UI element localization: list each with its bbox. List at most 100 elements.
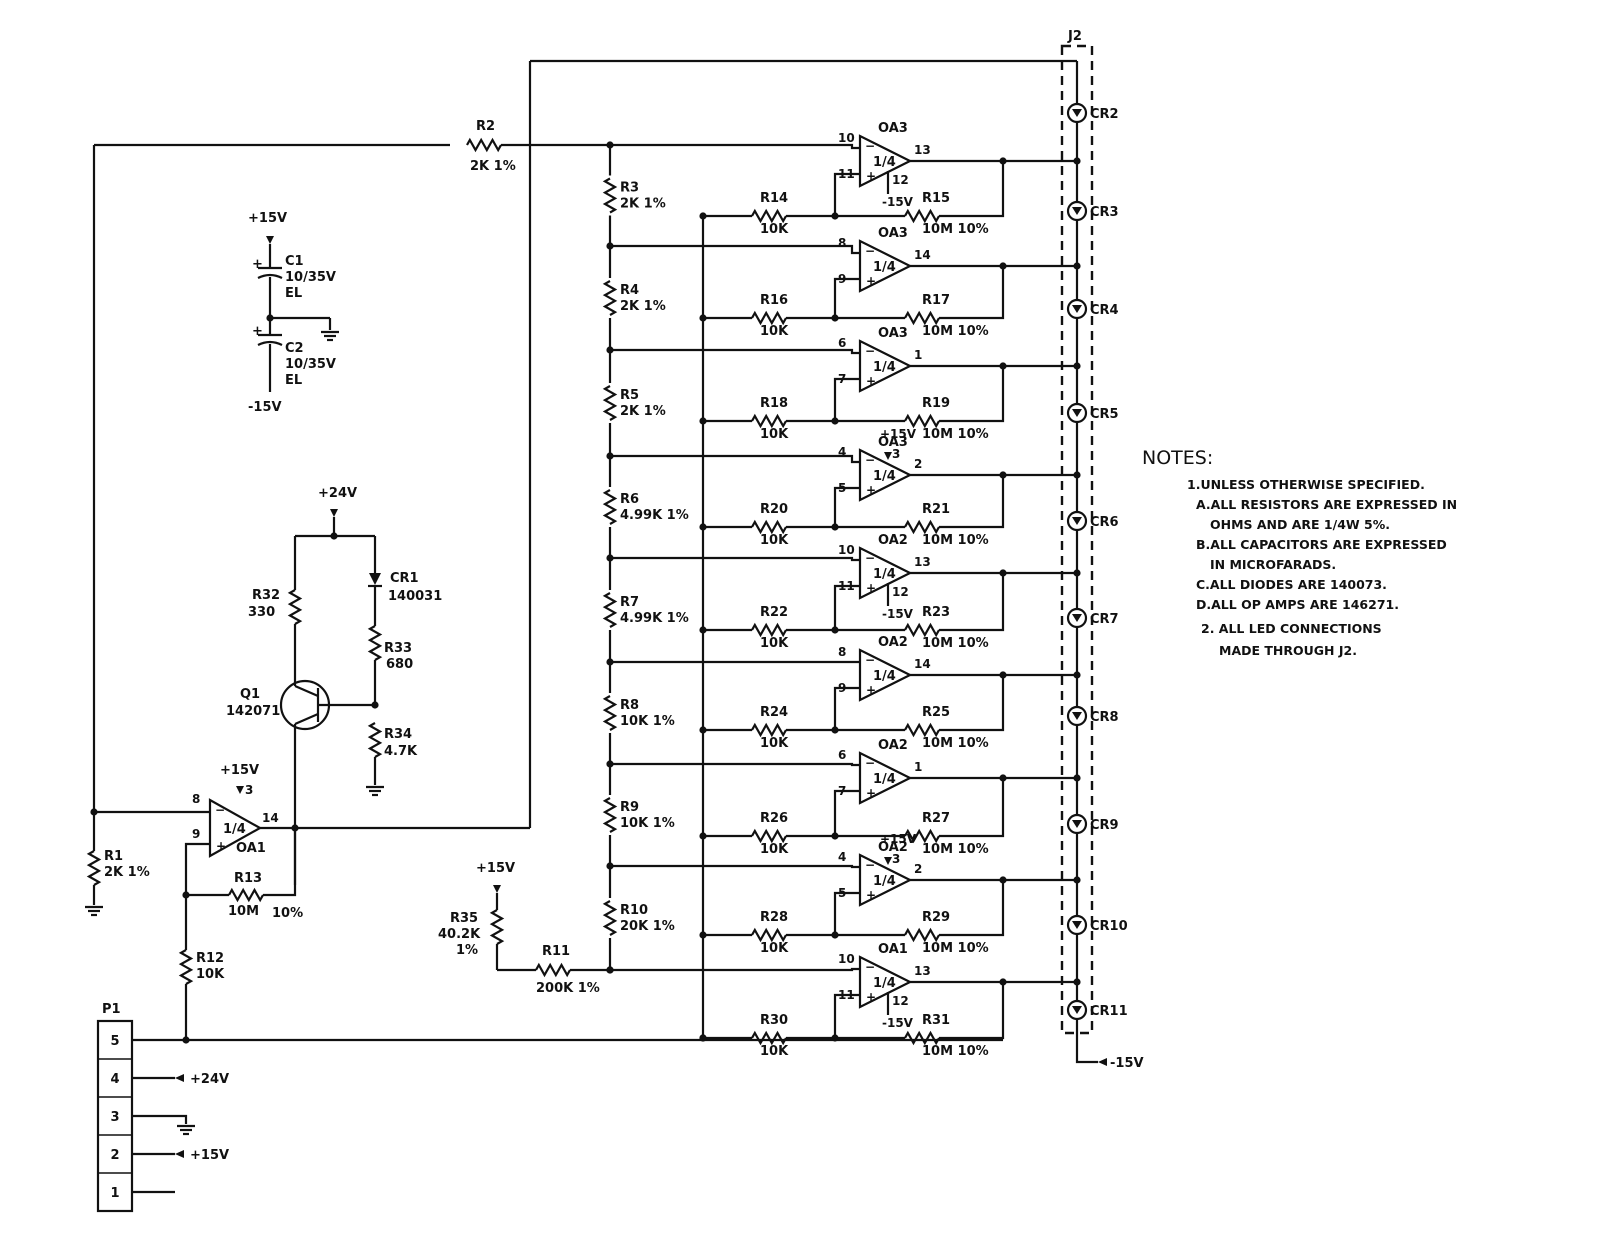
wire [939,475,1005,529]
divider-resistor-name: R8 [620,698,639,713]
led-diode-mark [1072,921,1082,929]
junction-dot [831,931,839,939]
op-amp-name: OA3 [878,435,908,450]
op-amp-fraction: 1/4 [873,469,896,484]
junction-dot [831,212,839,220]
q1-name: Q1 [240,687,260,702]
input-resistor-value: 10K [760,842,789,857]
cr1-diode-symbol [369,573,381,585]
comparator-op-amp [858,648,913,702]
wire [833,377,860,421]
supply-label: -15V [882,607,914,621]
input-resistor-name: R28 [760,910,788,925]
led-label: CR5 [1090,407,1119,422]
plus-sign: + [866,683,876,697]
r2-value: 2K 1% [470,159,516,174]
input-resistor-value: 10K [760,1044,789,1059]
comparator-op-amp [858,239,913,293]
led-diode-mark [1072,1006,1082,1014]
pin-output: 1 [914,760,922,774]
op-amp-fraction: 1/4 [873,567,896,582]
oa1-name: OA1 [236,841,266,856]
led-label: CR4 [1090,303,1119,318]
input-resistor-name: R30 [760,1013,788,1028]
junction-dot [606,242,614,250]
plus-sign: + [866,990,876,1004]
r12-name: R12 [196,951,224,966]
note-line: A.ALL RESISTORS ARE EXPRESSED IN [1196,497,1457,512]
oa1-op-amp-symbol [208,798,263,858]
pin-output: 2 [914,457,922,471]
feedback-resistor-name: R23 [922,605,950,620]
pin-inverting: 4 [838,445,846,459]
feedback-resistor-name: R29 [922,910,950,925]
cr1-name: CR1 [390,571,419,586]
wire [610,348,860,355]
led-label: CR9 [1090,818,1119,833]
oa1-pin-noninverting: 9 [192,827,200,841]
op-amp-fraction: 1/4 [873,260,896,275]
op-amp-name: OA2 [878,738,908,753]
c1-name: C1 [285,254,304,269]
op-amp-name: OA3 [878,121,908,136]
op-amp-fraction: 1/4 [873,976,896,991]
comparator-op-amp [858,751,913,805]
r11-name: R11 [542,944,570,959]
wire [610,143,860,150]
pin-supply: 3 [892,852,900,866]
wire [1075,1052,1098,1064]
wire [294,684,319,698]
op-amp-name: OA2 [878,635,908,650]
junction-dot [1073,671,1081,679]
led-label: CR10 [1090,919,1128,934]
supply-arrow [1098,1058,1107,1066]
pin-inverting: 10 [838,543,855,557]
feedback-resistor [904,828,940,844]
wire [833,277,860,318]
note-line: B.ALL CAPACITORS ARE EXPRESSED [1196,537,1447,552]
input-resistor-name: R18 [760,396,788,411]
minus-sign: − [215,803,225,817]
pin-inverting: 4 [838,850,846,864]
plus-sign: + [866,581,876,595]
op-amp-fraction: 1/4 [873,874,896,889]
junction-dot [1073,262,1081,270]
cap-plus-mark: + [252,324,263,339]
op-amp-fraction: 1/4 [873,772,896,787]
divider-resistor-name: R5 [620,388,639,403]
divider-resistor-name: R7 [620,595,639,610]
r35-name: R35 [450,911,478,926]
divider-resistor [602,489,618,525]
divider-resistor-value: 10K 1% [620,816,675,831]
op-amp-name: OA1 [878,942,908,957]
feedback-resistor [904,722,940,738]
plus-sign: + [866,888,876,902]
wire [939,880,1005,937]
cap-supply-neg: -15V [248,400,282,415]
plus-sign: + [866,786,876,800]
minus-sign: − [865,344,875,358]
wire [610,762,860,767]
junction-dot [699,626,707,634]
feedback-resistor [904,1030,940,1046]
minus-sign: − [865,653,875,667]
op-amp-name: OA3 [878,326,908,341]
junction-dot [831,314,839,322]
junction-dot [606,966,614,974]
pin-inverting: 8 [838,236,846,250]
input-resistor-name: R24 [760,705,788,720]
junction-dot [831,726,839,734]
input-resistor-value: 10K [760,736,789,751]
led-label: CR2 [1090,107,1119,122]
divider-resistor [602,900,618,936]
divider-resistor-name: R3 [620,181,639,196]
r33-value: 680 [386,657,413,672]
c2-type: EL [285,373,302,388]
comparator-op-amp [858,448,913,502]
junction-dot [831,832,839,840]
neg-supply-label: -15V [1110,1056,1144,1071]
feedback-resistor [904,519,940,535]
r13-tolerance: 10% [272,906,303,921]
capacitor-plate [257,340,283,346]
input-resistor-value: 10K [760,427,789,442]
